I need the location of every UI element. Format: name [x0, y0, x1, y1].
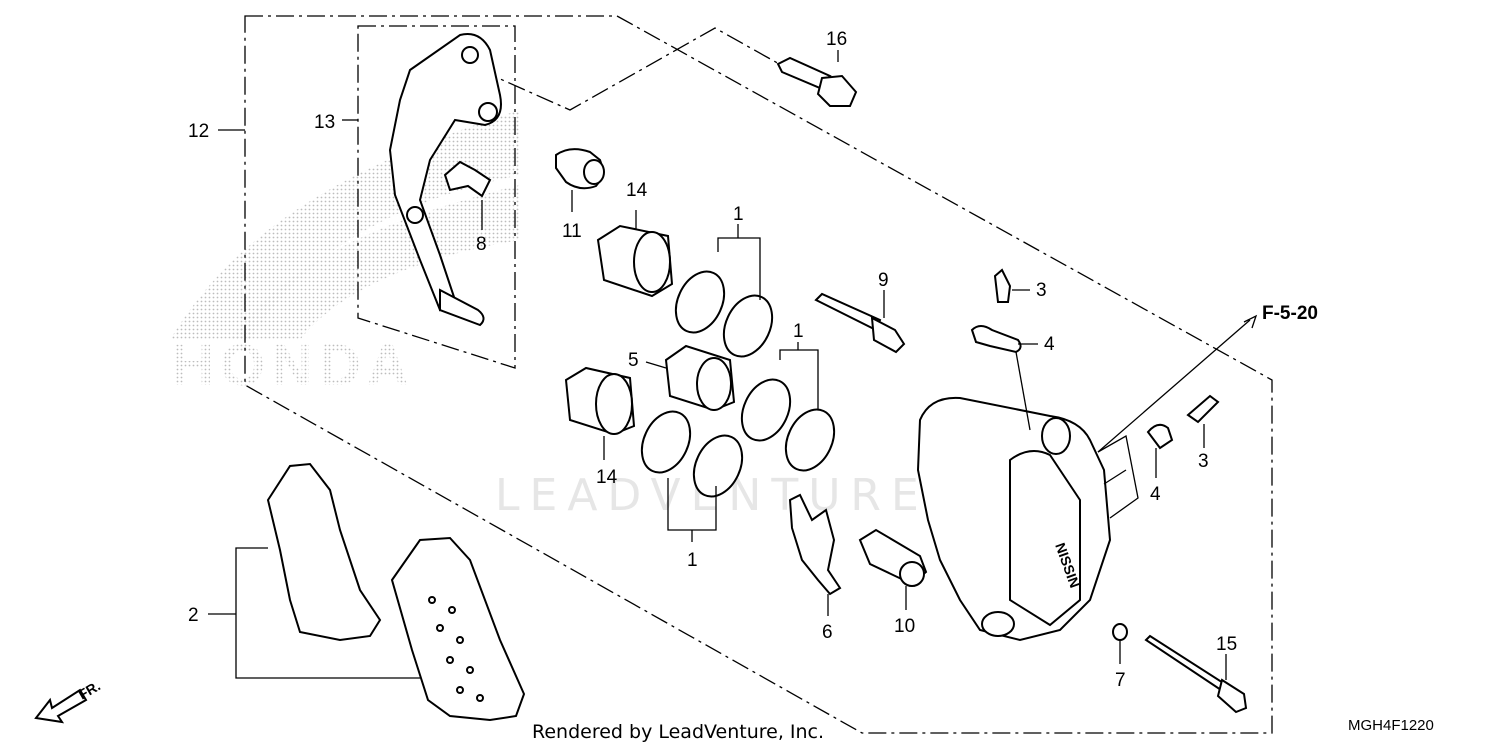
pad-pin[interactable]	[1144, 634, 1248, 714]
pin-boot[interactable]	[555, 148, 605, 190]
assembly-outline-12	[244, 15, 1273, 734]
callout-1-upper: 1	[733, 204, 744, 225]
leader-lines	[208, 50, 1258, 680]
callout-4-lower: 4	[1150, 484, 1161, 505]
front-label: FR.	[76, 677, 104, 702]
callout-2: 2	[188, 605, 199, 626]
callout-1-lower: 1	[687, 550, 698, 571]
rendered-by-credit: Rendered by LeadVenture, Inc.	[532, 721, 824, 743]
callout-4-upper: 4	[1044, 334, 1055, 355]
callout-11: 11	[562, 221, 582, 242]
brake-pad-outer[interactable]	[266, 462, 382, 642]
callout-15: 15	[1216, 634, 1237, 655]
caliper-bracket[interactable]	[388, 33, 502, 327]
section-reference: F-5-20	[1262, 303, 1318, 324]
callouts: 12 13 8 16 11 14 1 1 5 14 1 9 3 4 3 4 6 …	[188, 29, 1237, 691]
callout-5: 5	[628, 350, 639, 371]
washer[interactable]	[1112, 623, 1128, 641]
caliper-body[interactable]: NISSIN	[916, 396, 1112, 642]
slide-pin[interactable]	[814, 292, 906, 354]
callout-3-lower: 3	[1198, 451, 1209, 472]
callout-8: 8	[476, 234, 487, 255]
honda-watermark: HONDA	[170, 110, 520, 398]
front-arrow-icon	[34, 688, 88, 724]
callout-14-lower: 14	[596, 467, 618, 488]
piston-seal-set[interactable]	[633, 264, 844, 505]
honda-wordmark: HONDA	[172, 333, 415, 398]
brake-pad-inner[interactable]	[390, 536, 526, 722]
bleeder-cap-lower[interactable]	[1146, 423, 1174, 450]
callout-12: 12	[188, 121, 209, 142]
piston-upper[interactable]	[596, 224, 674, 298]
slide-pin-lower[interactable]	[858, 528, 928, 587]
callout-14-upper: 14	[626, 180, 648, 201]
mounting-bolt[interactable]	[776, 56, 858, 107]
bleeder-screw-lower[interactable]	[1186, 394, 1220, 424]
diagram-code: MGH4F1220	[1348, 717, 1434, 734]
callout-16: 16	[826, 29, 847, 50]
callout-10: 10	[894, 616, 915, 637]
piston-lower[interactable]	[564, 366, 636, 436]
bleeder-cap-upper[interactable]	[970, 325, 1022, 354]
assembly-outline-13	[357, 25, 516, 369]
callout-9: 9	[878, 270, 889, 291]
callout-3-upper: 3	[1036, 280, 1047, 301]
callout-1-middle: 1	[793, 321, 804, 342]
piston-middle[interactable]	[664, 344, 736, 412]
front-direction-indicator: FR.	[34, 677, 104, 724]
callout-13: 13	[314, 112, 335, 133]
callout-6: 6	[822, 622, 833, 643]
callout-7: 7	[1115, 670, 1126, 691]
bleeder-screw-upper[interactable]	[993, 268, 1012, 303]
pad-spring[interactable]	[788, 493, 842, 596]
pad-spring-clip[interactable]	[443, 160, 492, 198]
